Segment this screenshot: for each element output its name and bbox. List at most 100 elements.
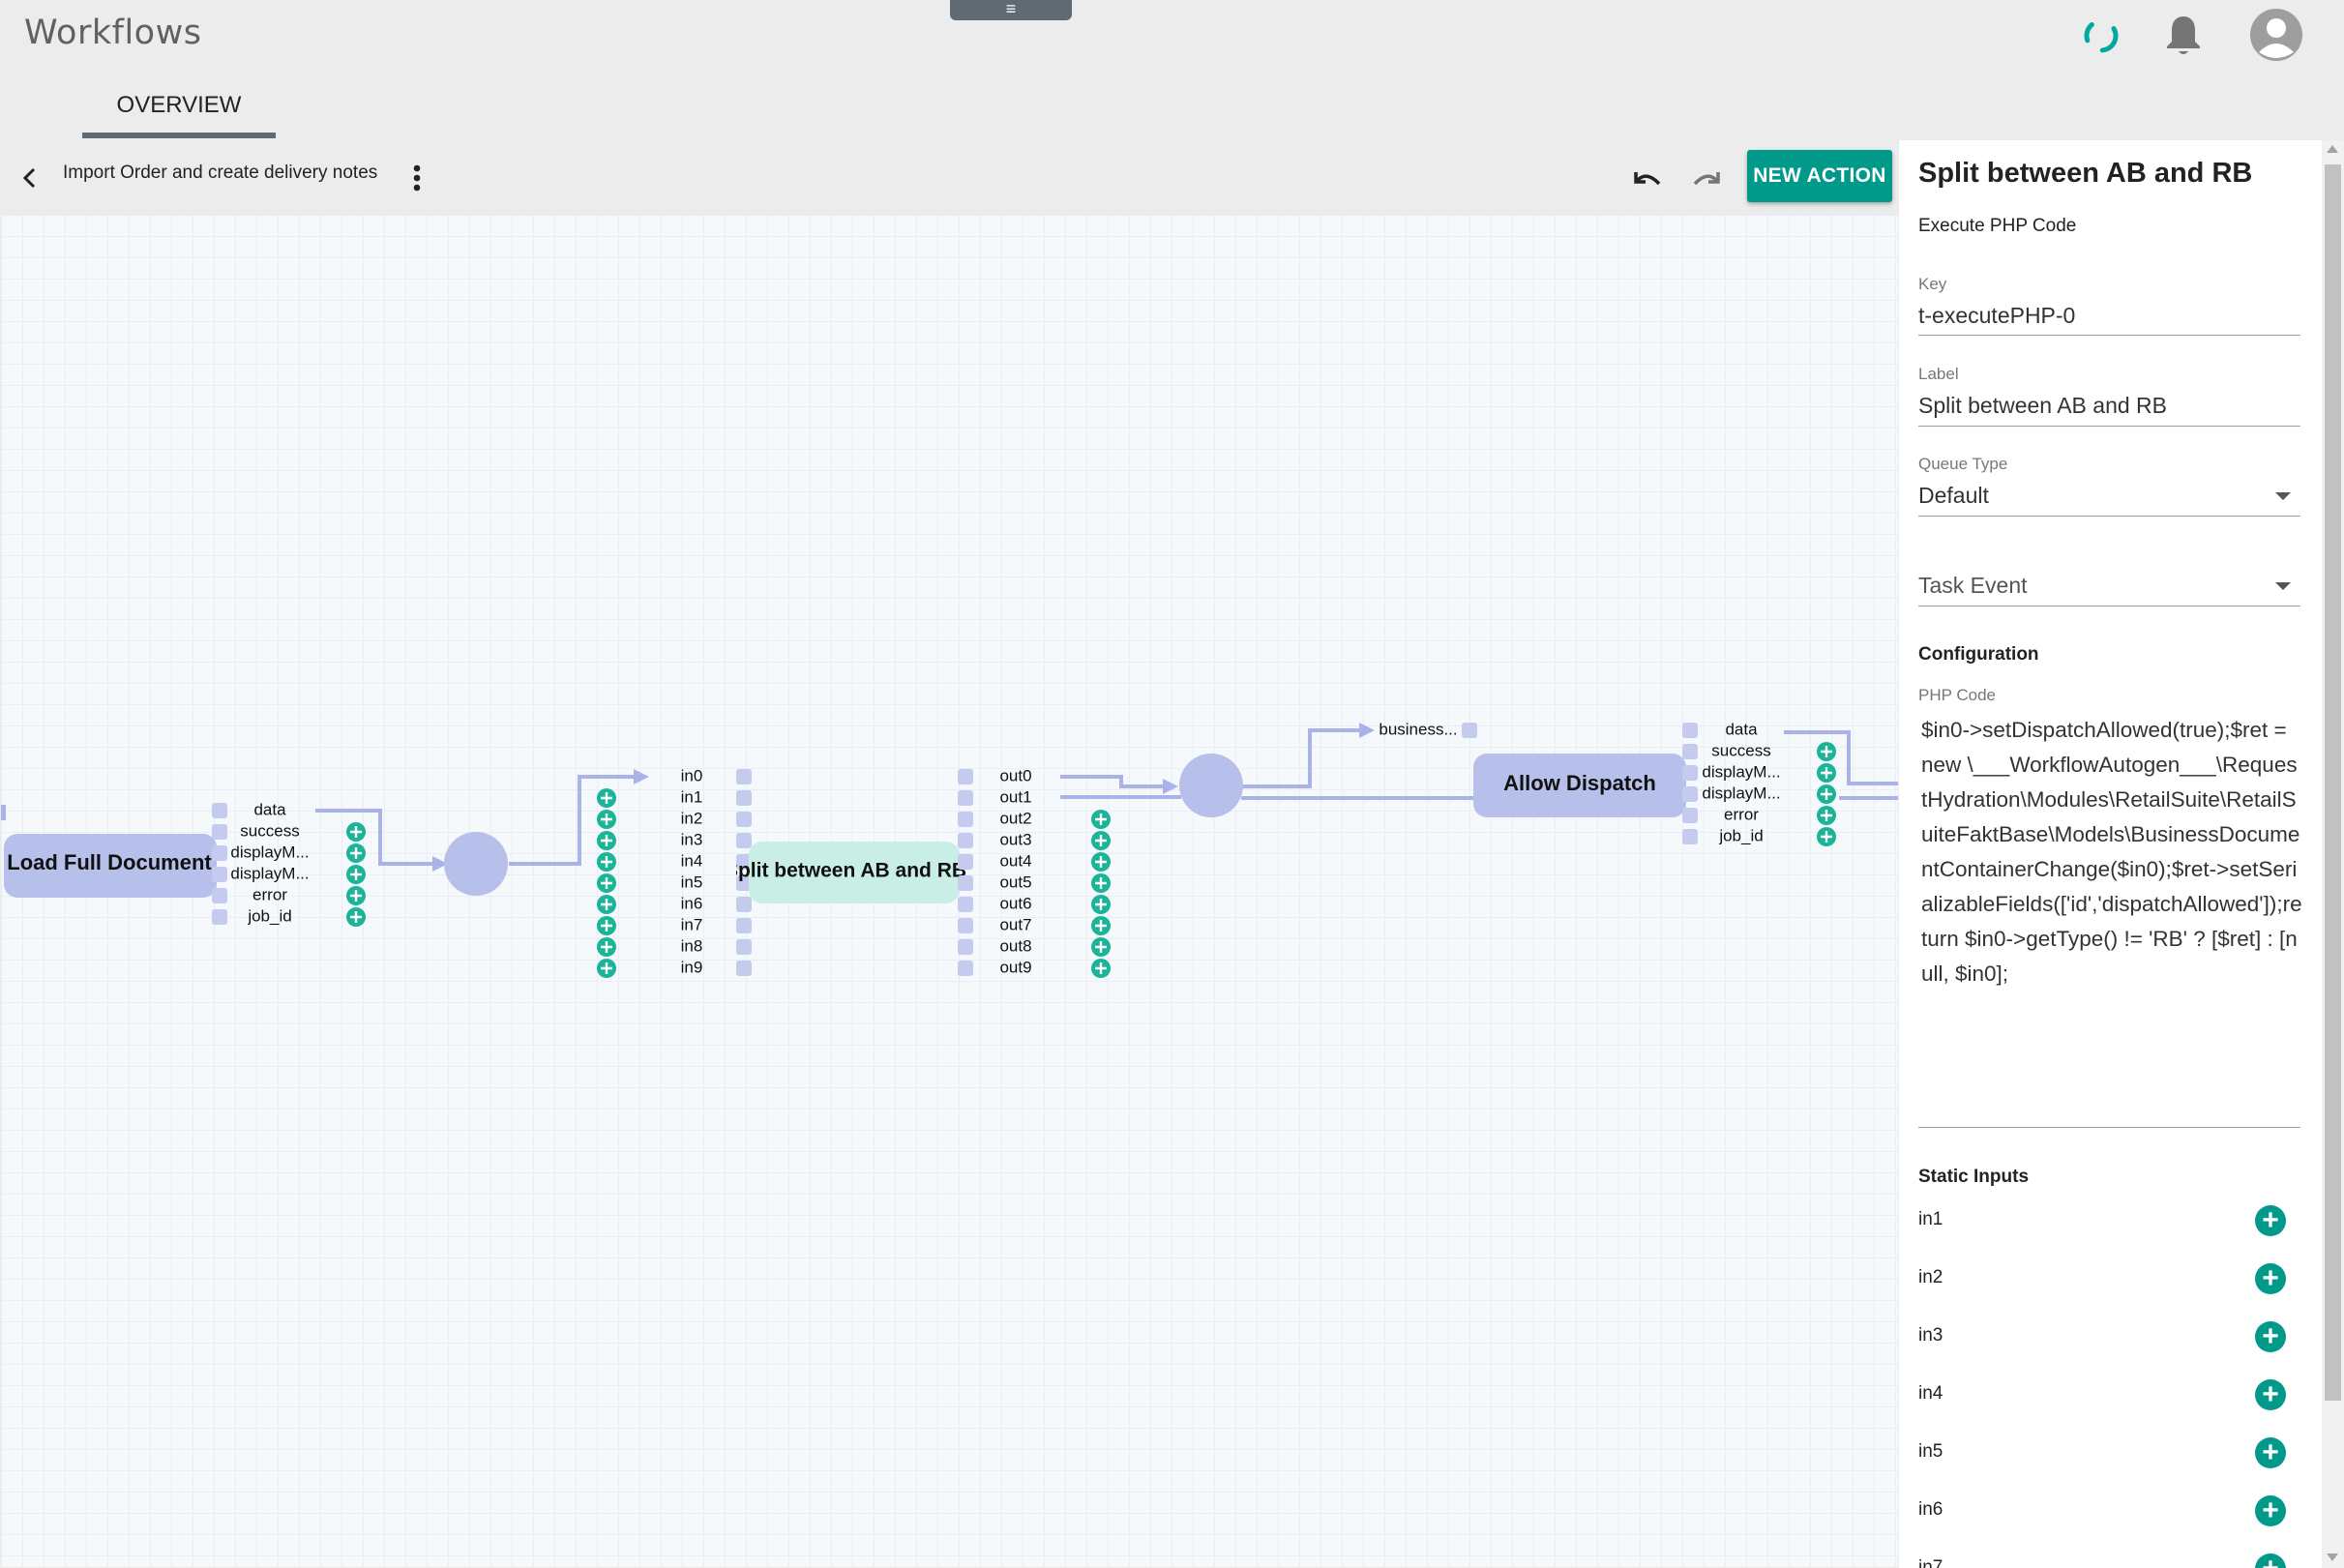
port-label: out1	[999, 787, 1031, 806]
add-port-icon[interactable]	[350, 847, 362, 859]
output-port[interactable]	[1682, 808, 1698, 823]
back-icon[interactable]	[17, 162, 43, 194]
add-port-icon[interactable]	[601, 814, 612, 825]
input-port[interactable]	[736, 939, 752, 955]
port-label: in3	[681, 830, 703, 848]
add-port-icon[interactable]	[1095, 814, 1107, 825]
output-port[interactable]	[212, 845, 227, 861]
output-port[interactable]	[958, 897, 973, 912]
output-port[interactable]	[958, 790, 973, 806]
input-port[interactable]	[736, 854, 752, 870]
node-label: Allow Dispatch	[1503, 771, 1656, 795]
add-static-input-icon[interactable]: +	[2255, 1495, 2286, 1526]
add-port-icon[interactable]	[1095, 920, 1107, 932]
input-port[interactable]	[736, 918, 752, 933]
add-static-input-icon[interactable]: +	[2255, 1205, 2286, 1236]
junction-node[interactable]	[444, 832, 508, 896]
add-port-icon[interactable]	[601, 856, 612, 868]
php-code-textarea[interactable]: $in0->setDispatchAllowed(true);$ret = ne…	[1921, 718, 2302, 986]
output-port[interactable]	[212, 888, 227, 903]
add-port-icon[interactable]	[1095, 856, 1107, 868]
output-port[interactable]	[958, 939, 973, 955]
output-port[interactable]	[1682, 829, 1698, 844]
add-static-input-icon[interactable]: +	[2255, 1379, 2286, 1410]
chevron-down-icon[interactable]	[2275, 492, 2291, 500]
undo-icon[interactable]	[1627, 161, 1666, 195]
notifications-bell-icon[interactable]	[2164, 13, 2203, 57]
add-port-icon[interactable]	[350, 911, 362, 923]
input-port[interactable]	[736, 833, 752, 848]
add-port-icon[interactable]	[601, 792, 612, 804]
add-static-input-icon[interactable]: +	[2255, 1263, 2286, 1294]
junction-node[interactable]	[1179, 754, 1243, 817]
output-port[interactable]	[1682, 765, 1698, 781]
output-port[interactable]	[958, 769, 973, 784]
add-port-icon[interactable]	[350, 826, 362, 838]
task-event-select[interactable]: Task Event	[1918, 573, 2028, 598]
node-split-between-ab-and-rb[interactable]	[749, 842, 960, 903]
panel-scrollbar-thumb[interactable]	[2325, 164, 2341, 1401]
input-port[interactable]	[736, 875, 752, 891]
new-action-button[interactable]: NEW ACTION	[1747, 150, 1892, 202]
add-port-icon[interactable]	[1095, 962, 1107, 974]
add-static-input-icon[interactable]: +	[2255, 1437, 2286, 1468]
output-port[interactable]	[958, 961, 973, 976]
key-field[interactable]: t-executePHP-0	[1918, 303, 2076, 328]
add-port-icon[interactable]	[350, 869, 362, 880]
output-port[interactable]	[958, 854, 973, 870]
scroll-up-icon[interactable]	[2327, 145, 2338, 153]
output-port[interactable]	[958, 812, 973, 827]
add-port-icon[interactable]	[1821, 831, 1832, 843]
output-port[interactable]	[958, 918, 973, 933]
output-port[interactable]	[212, 867, 227, 882]
port-label: in8	[681, 936, 703, 955]
redo-icon[interactable]	[1688, 161, 1727, 195]
input-port[interactable]	[736, 897, 752, 912]
add-port-icon[interactable]	[601, 941, 612, 953]
add-port-icon[interactable]	[601, 920, 612, 932]
add-port-icon[interactable]	[601, 835, 612, 846]
add-static-input-icon[interactable]: +	[2255, 1321, 2286, 1352]
input-port[interactable]	[1462, 723, 1477, 738]
output-port[interactable]	[212, 909, 227, 925]
output-port[interactable]	[212, 803, 227, 818]
add-port-icon[interactable]	[1821, 767, 1832, 779]
queue-type-select[interactable]: Default	[1918, 483, 1989, 508]
output-port[interactable]	[212, 824, 227, 840]
drawer-handle[interactable]: ≡	[950, 0, 1072, 20]
add-port-icon[interactable]	[601, 877, 612, 889]
output-port[interactable]	[1682, 723, 1698, 738]
input-port[interactable]	[736, 961, 752, 976]
workflow-graph[interactable]: Load Full DocumentdatasuccessdisplayM...…	[1, 215, 1898, 1567]
add-port-icon[interactable]	[601, 962, 612, 974]
add-port-icon[interactable]	[601, 899, 612, 910]
edge-arrow	[432, 856, 448, 872]
user-avatar-icon[interactable]	[2249, 8, 2303, 62]
scroll-down-icon[interactable]	[2327, 1553, 2338, 1561]
more-vert-icon[interactable]	[404, 161, 430, 195]
node-load-full-document[interactable]	[4, 834, 217, 898]
add-port-icon[interactable]	[1821, 746, 1832, 757]
chevron-down-icon[interactable]	[2275, 582, 2291, 590]
output-port[interactable]	[1682, 786, 1698, 802]
output-port[interactable]	[958, 875, 973, 891]
port-label: out8	[999, 936, 1031, 955]
output-port[interactable]	[1682, 744, 1698, 759]
add-port-icon[interactable]	[1095, 835, 1107, 846]
input-port[interactable]	[736, 790, 752, 806]
add-port-icon[interactable]	[1821, 810, 1832, 821]
panel-title: Split between AB and RB	[1918, 158, 2253, 189]
input-port[interactable]	[736, 769, 752, 784]
add-port-icon[interactable]	[1095, 877, 1107, 889]
add-port-icon[interactable]	[1095, 899, 1107, 910]
add-static-input-icon[interactable]: +	[2255, 1553, 2286, 1568]
add-port-icon[interactable]	[1821, 788, 1832, 800]
tab-overview[interactable]: OVERVIEW	[116, 92, 242, 118]
label-field[interactable]: Split between AB and RB	[1918, 393, 2167, 418]
add-port-icon[interactable]	[1095, 941, 1107, 953]
add-port-icon[interactable]	[350, 890, 362, 902]
node-allow-dispatch[interactable]	[1473, 754, 1686, 817]
input-port[interactable]	[736, 812, 752, 827]
output-port[interactable]	[958, 833, 973, 848]
